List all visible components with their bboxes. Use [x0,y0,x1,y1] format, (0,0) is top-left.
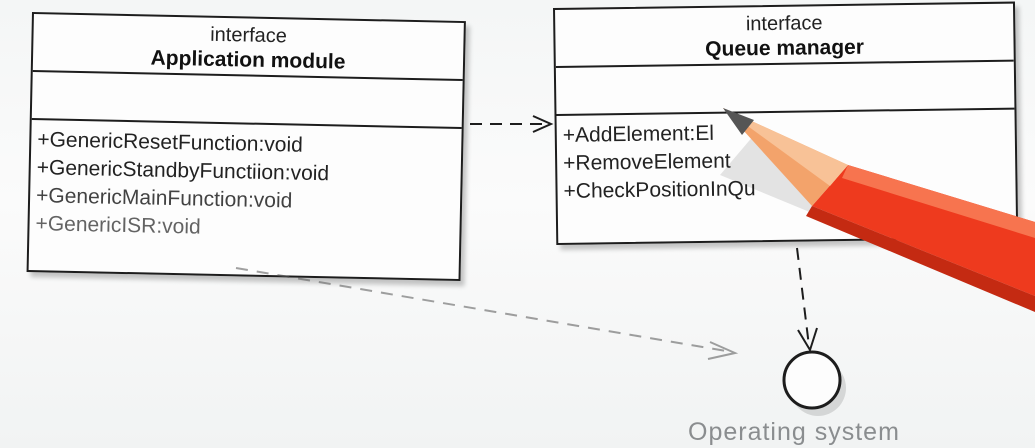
operating-system-interface [782,350,846,416]
operating-system-label: Operating system [688,418,900,446]
pencil-icon [720,108,1035,312]
dependency-arrow-app-to-os [235,267,739,360]
dependency-arrow-queue-to-os [796,247,818,353]
dependency-arrow-app-to-queue [470,115,554,133]
